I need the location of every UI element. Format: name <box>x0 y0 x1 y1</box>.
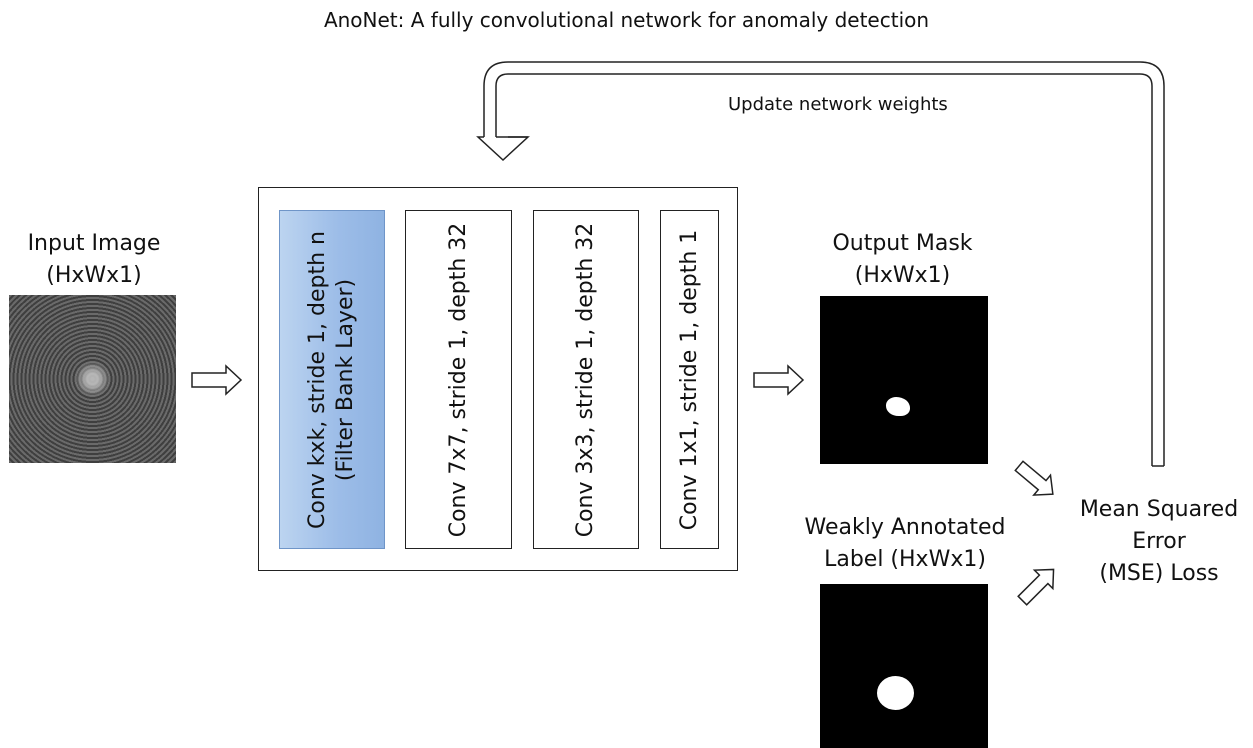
feedback-label: Update network weights <box>728 94 948 115</box>
input-image <box>9 295 176 463</box>
anomaly-blob <box>886 397 910 416</box>
layer-filter-bank: Conv kxk, stride 1, depth n (Filter Bank… <box>279 210 385 549</box>
weak-label-image <box>820 584 988 748</box>
layer-conv-1x1: Conv 1x1, stride 1, depth 1 <box>660 210 719 549</box>
annotation-ellipse <box>877 676 914 710</box>
weak-label-title: Weakly Annotated Label (HxWx1) <box>804 515 1006 572</box>
output-label: Output Mask (HxWx1) <box>832 231 973 288</box>
output-mask-image <box>820 296 988 464</box>
arrow-network-to-output <box>753 364 805 396</box>
arrow-label-to-loss <box>1017 568 1055 606</box>
arrow-input-to-network <box>191 364 243 396</box>
diagram-title: AnoNet: A fully convolutional network fo… <box>323 8 930 32</box>
arrow-output-to-loss <box>1014 460 1054 496</box>
input-label: Input Image (HxWx1) <box>27 231 161 288</box>
layer-conv-3x3: Conv 3x3, stride 1, depth 32 <box>533 210 639 549</box>
loss-label: Mean Squared Error (MSE) Loss <box>1079 497 1239 586</box>
feedback-arrow <box>476 61 1165 467</box>
layer-conv-7x7: Conv 7x7, stride 1, depth 32 <box>405 210 512 549</box>
